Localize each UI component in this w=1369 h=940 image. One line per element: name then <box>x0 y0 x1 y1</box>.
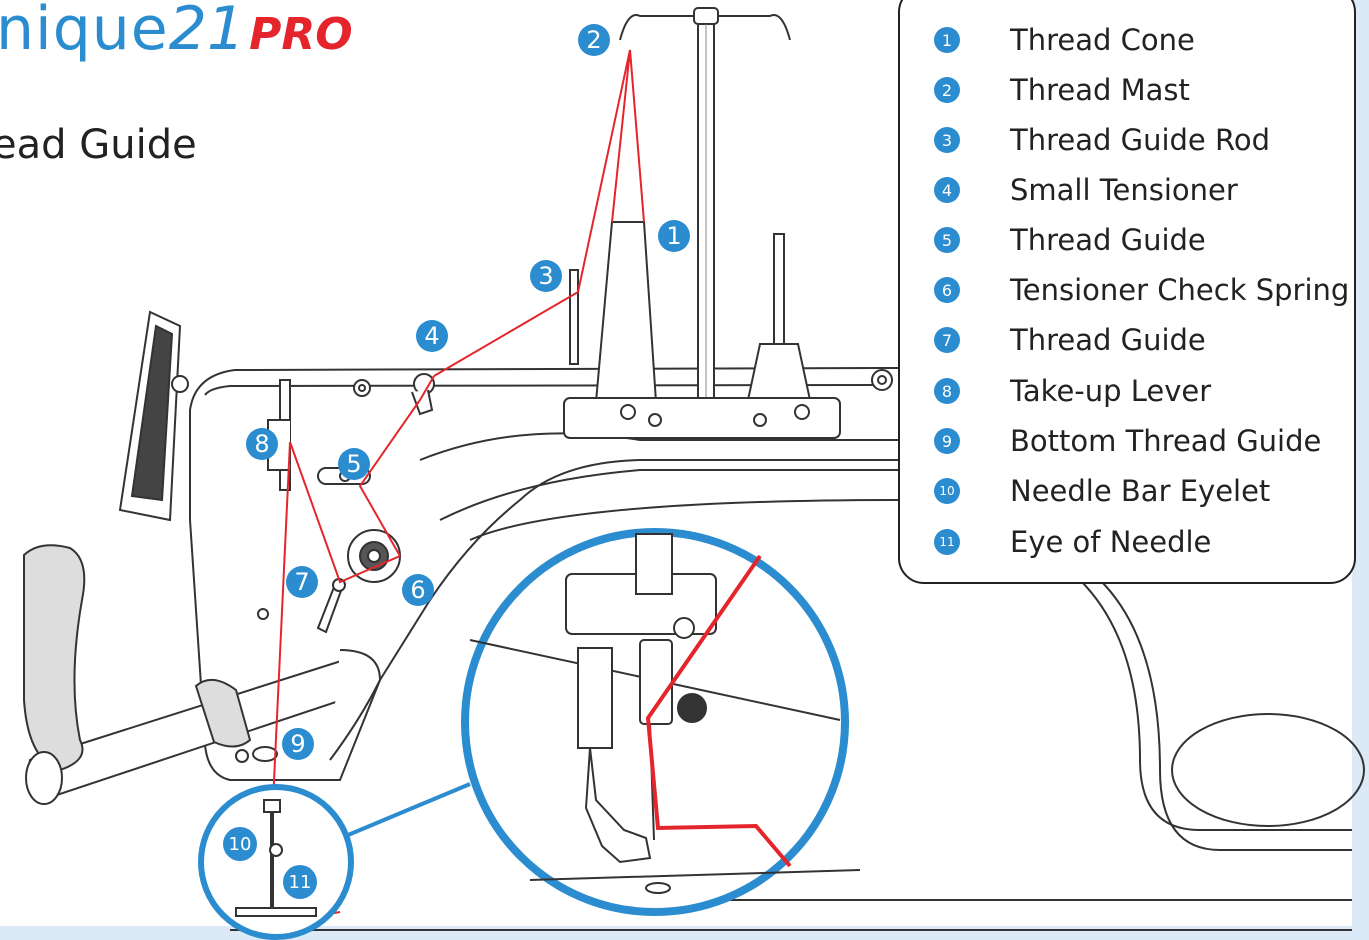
legend-label: Thread Guide <box>1010 223 1206 257</box>
needle-inset-small <box>198 784 354 940</box>
legend-item: 11 Eye of Needle <box>934 524 1211 560</box>
callout-badge-3: 3 <box>530 260 562 292</box>
legend-number-badge: 6 <box>934 277 960 303</box>
logo-wordmark: nique <box>0 0 169 64</box>
logo-number: 21 <box>168 0 246 64</box>
callout-badge-2: 2 <box>578 24 610 56</box>
legend-number-badge: 7 <box>934 327 960 353</box>
callout-badge-4: 4 <box>416 320 448 352</box>
spool-pin <box>746 233 812 401</box>
callout-badge-9: 9 <box>282 728 314 760</box>
legend-number-badge: 1 <box>934 27 960 53</box>
legend-label: Bottom Thread Guide <box>1010 424 1322 458</box>
background-band-bottom <box>0 926 1369 940</box>
inset-connector <box>347 782 471 837</box>
machine-body <box>189 367 1352 931</box>
legend-label: Take-up Lever <box>1010 374 1212 408</box>
callout-badge-6: 6 <box>402 574 434 606</box>
legend-number-badge: 11 <box>934 529 960 555</box>
legend-number-badge: 10 <box>934 478 960 504</box>
brand-logo: nique21PRO <box>0 0 353 64</box>
legend-number-badge: 5 <box>934 227 960 253</box>
legend-number-badge: 8 <box>934 378 960 404</box>
legend-label: Thread Guide <box>1010 323 1206 357</box>
page-title: ead Guide <box>0 122 197 168</box>
callout-badge-11: 11 <box>283 865 317 899</box>
legend-item: 2 Thread Mast <box>934 72 1190 108</box>
legend-label: Thread Cone <box>1010 23 1195 57</box>
legend-item: 7 Thread Guide <box>934 322 1206 358</box>
legend-label: Tensioner Check Spring <box>1010 273 1350 307</box>
thread-cone <box>594 221 658 403</box>
logo-pro: PRO <box>249 9 353 60</box>
cone-base <box>563 397 841 439</box>
legend-item: 10 Needle Bar Eyelet <box>934 473 1270 509</box>
legend-label: Thread Mast <box>1010 73 1190 107</box>
callout-badge-7: 7 <box>286 566 318 598</box>
legend-label: Needle Bar Eyelet <box>1010 474 1271 508</box>
legend-number-badge: 3 <box>934 127 960 153</box>
legend-label: Eye of Needle <box>1010 525 1212 559</box>
background-band <box>1352 0 1369 940</box>
callout-badge-8: 8 <box>246 428 278 460</box>
legend-item: 9 Bottom Thread Guide <box>934 423 1321 459</box>
legend-number-badge: 9 <box>934 428 960 454</box>
oval-detail <box>1171 713 1365 827</box>
legend-item: 1 Thread Cone <box>934 22 1195 58</box>
legend-label: Small Tensioner <box>1010 173 1238 207</box>
legend-panel: 1 Thread Cone 2 Thread Mast 3 Thread Guide Ro… <box>898 0 1356 584</box>
legend-item: 6 Tensioner Check Spring <box>934 272 1349 308</box>
thread-guide-rod <box>569 269 579 365</box>
handle-bar <box>23 544 382 805</box>
display-screen <box>118 310 189 522</box>
legend-item: 8 Take-up Lever <box>934 373 1211 409</box>
callout-badge-10: 10 <box>223 827 257 861</box>
legend-number-badge: 2 <box>934 77 960 103</box>
legend-item: 5 Thread Guide <box>934 222 1206 258</box>
callout-badge-5: 5 <box>338 448 370 480</box>
needle-inset-large <box>461 528 861 916</box>
legend-number-badge: 4 <box>934 177 960 203</box>
callout-badge-1: 1 <box>658 220 690 252</box>
legend-label: Thread Guide Rod <box>1010 123 1270 157</box>
legend-item: 3 Thread Guide Rod <box>934 122 1270 158</box>
legend-item: 4 Small Tensioner <box>934 172 1238 208</box>
